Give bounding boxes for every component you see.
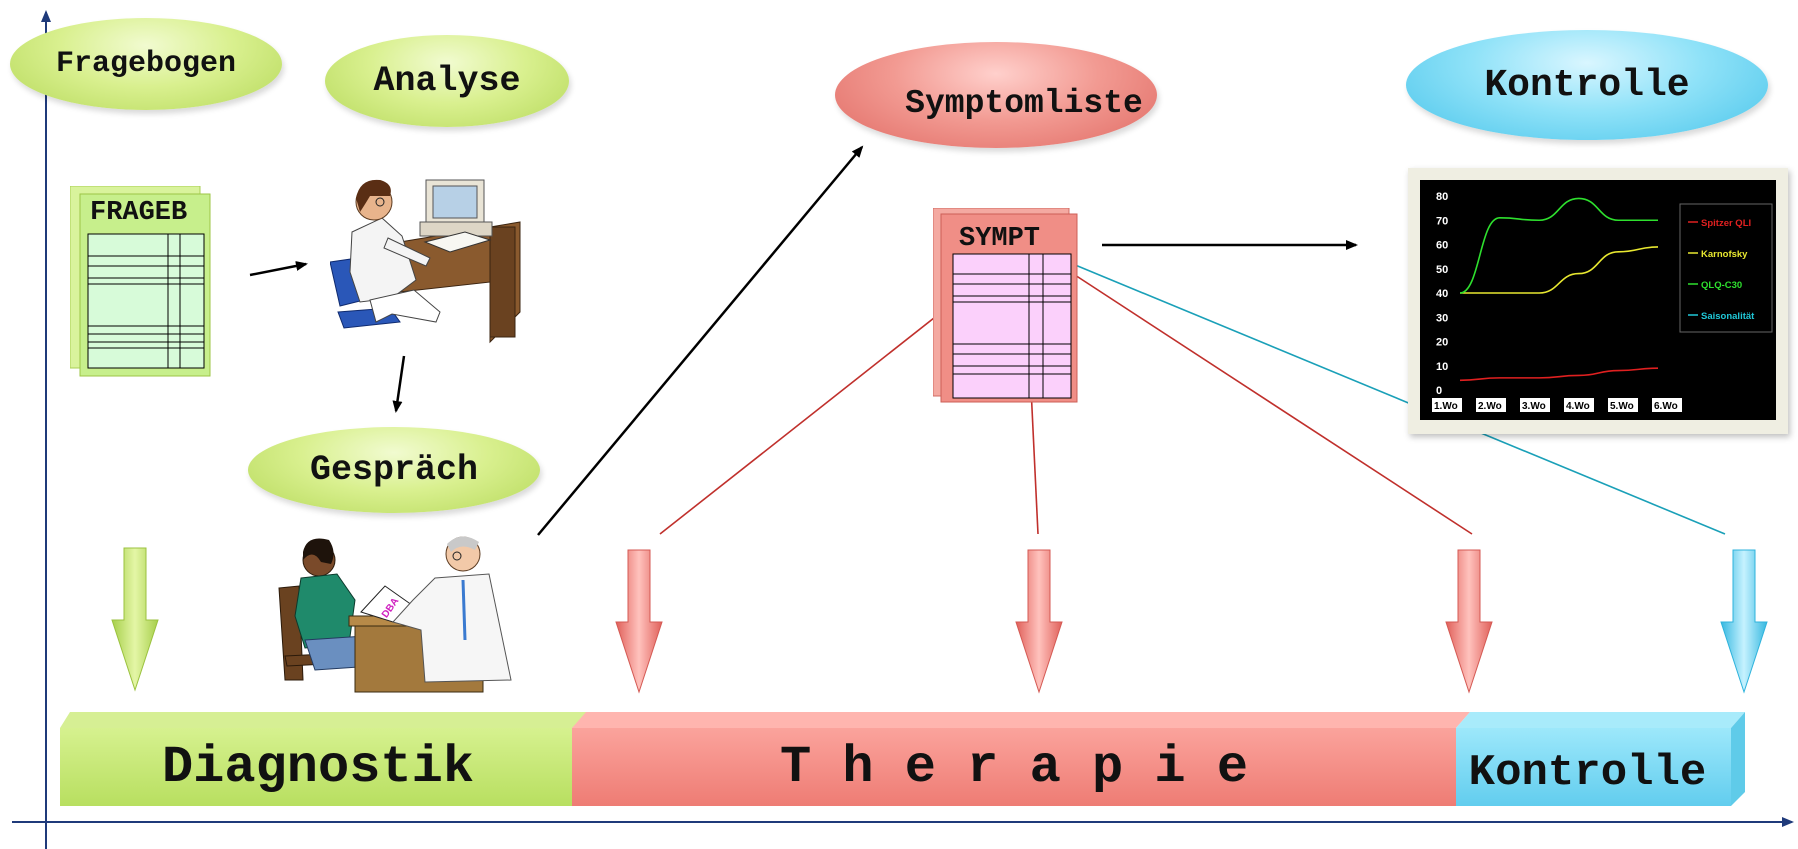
chart-legend-box bbox=[1679, 203, 1773, 333]
bubble-analyse-label: Analyse bbox=[373, 61, 521, 101]
diagnostik-bar-top bbox=[60, 712, 590, 728]
bubble-gespraech: Gespräch bbox=[248, 427, 540, 513]
chart-legend-label: QLQ-C30 bbox=[1701, 280, 1742, 291]
chart-xtick-box bbox=[1432, 398, 1462, 412]
phase-bar-therapie: T h e r a p i e bbox=[572, 728, 1456, 806]
chart-legend-label: Spitzer QLI bbox=[1701, 218, 1751, 229]
phase-arrow-blue bbox=[1720, 549, 1768, 694]
chart-xtick-box bbox=[1520, 398, 1550, 412]
therapie-bar-top bbox=[572, 712, 1470, 728]
quality-of-life-chart: 0 10 20 30 40 50 60 70 80 1.Wo 2.Wo 3.Wo 4.Wo 5.Wo 6.… bbox=[1420, 180, 1776, 420]
arrow-analyse-to-gespraech bbox=[392, 355, 406, 413]
connector-line-3 bbox=[1054, 261, 1473, 535]
chart-xtick-label: 3.Wo bbox=[1522, 401, 1546, 412]
chart-ytick-label: 10 bbox=[1436, 361, 1448, 373]
bubble-analyse: Analyse bbox=[325, 35, 569, 127]
chart-xtick-box bbox=[1476, 398, 1506, 412]
phase-arrow-green bbox=[111, 547, 159, 692]
bubble-symptomliste-label: Symptomliste bbox=[905, 84, 1143, 122]
bubble-fragebogen: Fragebogen bbox=[10, 18, 282, 110]
kontrolle-bar-top bbox=[1456, 712, 1745, 728]
chart-ytick-label: 70 bbox=[1436, 215, 1448, 227]
bubble-symptomliste: Symptomliste bbox=[835, 42, 1157, 148]
bubble-kontrolle-label: Kontrolle bbox=[1484, 63, 1690, 107]
phase-kontrolle-label: Kontrolle bbox=[1468, 748, 1707, 798]
questionnaire-document-graphic bbox=[69, 185, 211, 377]
symptom-document: SYMPT bbox=[932, 207, 1083, 408]
bubble-fragebogen-label: Fragebogen bbox=[55, 47, 237, 81]
phase-therapie-label: T h e r a p i e bbox=[779, 737, 1249, 797]
chart-xtick-label: 2.Wo bbox=[1478, 401, 1502, 412]
chart-ytick-label: 50 bbox=[1436, 264, 1448, 276]
chart-series-line-qlq-c30 bbox=[1459, 197, 1658, 294]
questionnaire-document: FRAGEB bbox=[69, 185, 211, 377]
chart-xtick-box bbox=[1652, 398, 1682, 412]
arrow-frageb-to-analyse bbox=[249, 261, 308, 277]
doctor-at-computer-illustration bbox=[330, 179, 521, 344]
chart-xtick-label: 4.Wo bbox=[1566, 401, 1590, 412]
bubble-kontrolle: Kontrolle bbox=[1406, 30, 1768, 140]
chart-panel: 0 10 20 30 40 50 60 70 80 1.Wo 2.Wo 3.Wo 4.Wo 5.Wo 6.… bbox=[1408, 168, 1788, 434]
chart-legend-label: Karnofsky bbox=[1701, 249, 1748, 260]
questionnaire-document-title: FRAGEB bbox=[90, 198, 188, 228]
phase-arrow-red-3 bbox=[1445, 549, 1493, 694]
chart-xtick-box bbox=[1564, 398, 1594, 412]
chart-xtick-label: 6.Wo bbox=[1654, 401, 1678, 412]
chart-series-line-karnofsky bbox=[1459, 246, 1659, 294]
chart-series-line-spitzer-qli bbox=[1459, 367, 1659, 382]
chart-ytick-label: 20 bbox=[1436, 337, 1448, 349]
chart-ytick-label: 60 bbox=[1436, 240, 1448, 252]
phase-bar-diagnostik: Diagnostik bbox=[60, 728, 576, 806]
chart-ytick-label: 40 bbox=[1436, 288, 1448, 300]
phase-arrow-red-1 bbox=[615, 549, 663, 694]
chart-legend-label: Saisonalität bbox=[1701, 311, 1755, 322]
arrow-to-symptomliste bbox=[537, 145, 864, 536]
chart-xtick-label: 1.Wo bbox=[1434, 401, 1458, 412]
consultation-illustration: DBA bbox=[278, 536, 512, 693]
phase-diagnostik-label: Diagnostik bbox=[161, 737, 475, 797]
phase-bar-kontrolle: Kontrolle bbox=[1456, 728, 1731, 806]
chart-xtick-label: 5.Wo bbox=[1610, 401, 1634, 412]
symptom-document-graphic bbox=[932, 207, 1078, 403]
bubble-gespraech-label: Gespräch bbox=[309, 450, 479, 490]
chart-ytick-label: 0 bbox=[1436, 385, 1442, 397]
kontrolle-bar-side bbox=[1731, 712, 1745, 806]
symptom-document-title: SYMPT bbox=[959, 224, 1041, 254]
connector-line-4 bbox=[1067, 261, 1726, 535]
chart-ytick-label: 80 bbox=[1436, 191, 1448, 203]
chart-xtick-box bbox=[1608, 398, 1638, 412]
phase-arrow-red-2 bbox=[1015, 549, 1063, 694]
chart-ytick-label: 30 bbox=[1436, 312, 1448, 324]
